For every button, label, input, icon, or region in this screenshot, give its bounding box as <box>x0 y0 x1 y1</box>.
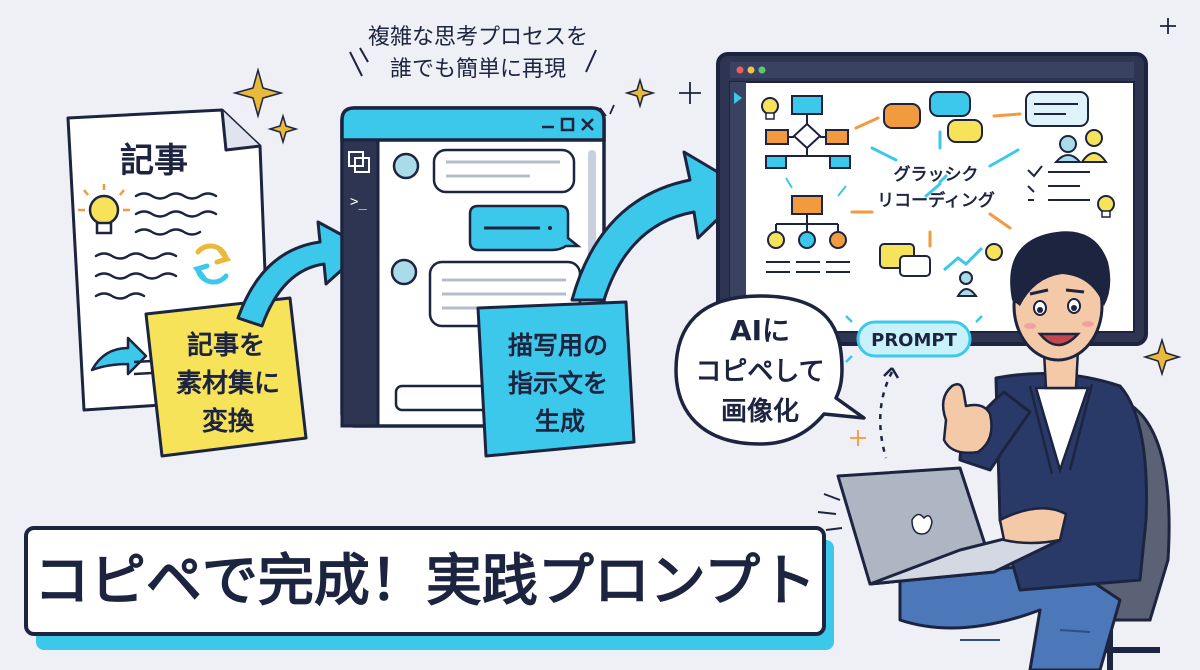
speech-line-3: 画像化 <box>721 397 799 427</box>
avatar <box>390 258 418 286</box>
terminal-prompt: >_ <box>350 194 367 210</box>
caption-line-2: 誰でも簡単に再現 <box>390 57 566 82</box>
sparkle-icon <box>232 67 284 119</box>
copy-icon <box>348 151 370 173</box>
sparkle-icon <box>267 113 299 145</box>
top-caption: 複雑な思考プロセスを 誰でも簡単に再現 <box>349 25 597 82</box>
sparkle-icon <box>679 82 701 104</box>
speech-line-1: AIに <box>730 314 790 347</box>
note-yellow-line-3: 変換 <box>202 406 255 437</box>
whiteboard-label-line-2: リコーディング <box>877 190 995 211</box>
lightbulb-icon <box>1097 195 1115 218</box>
sparkle-icon <box>850 430 866 446</box>
sticky-note-yellow: 記事を 素材集に 変換 <box>144 296 308 458</box>
caption-line-1: 複雑な思考プロセスを <box>368 25 588 50</box>
banner-title: コピペで完成！実践プロンプト <box>34 549 816 614</box>
window-min-dot[interactable] <box>747 66 755 74</box>
note-cyan-line-1: 描写用の <box>508 331 608 360</box>
person-with-laptop <box>817 231 1171 670</box>
discussion-bubbles <box>883 91 1089 143</box>
message-bubble <box>432 148 576 194</box>
sparkle-icon <box>1160 18 1176 34</box>
speech-line-2: コピペして <box>695 357 824 387</box>
prompt-badge-label: PROMPT <box>871 330 957 351</box>
document-title: 記事 <box>120 141 188 181</box>
lightbulb-icon <box>78 184 130 235</box>
speech-bubble: AIに コピペして 画像化 <box>674 294 866 446</box>
message-bubble-reply <box>468 204 582 252</box>
title-banner: コピペで完成！実践プロンプト <box>24 526 834 650</box>
whiteboard-arrows <box>850 112 1022 248</box>
window-close-dot[interactable] <box>736 66 744 74</box>
checklist <box>1027 165 1090 201</box>
lightbulb-icon <box>761 97 779 120</box>
maximize-icon[interactable] <box>560 117 575 132</box>
prompt-badge: PROMPT <box>845 315 983 363</box>
text-lines <box>94 192 218 300</box>
note-yellow-line-2: 素材集に <box>176 368 280 399</box>
refresh-icon <box>192 243 232 285</box>
apple-logo-icon <box>911 513 933 535</box>
flowchart-diagram <box>765 95 851 273</box>
sparkle-icons <box>232 67 1182 377</box>
close-icon[interactable] <box>581 118 594 131</box>
note-yellow-line-1: 記事を <box>187 330 265 361</box>
avatar <box>392 152 420 180</box>
sparkle-small-icons <box>599 18 1176 446</box>
people-icons <box>1053 129 1108 163</box>
sparkle-icon <box>1142 337 1182 377</box>
sparkle-icon <box>624 77 656 109</box>
scrollbar[interactable] <box>588 150 596 260</box>
presentation-icons <box>879 243 1003 297</box>
note-cyan-line-2: 指示文を <box>508 369 608 398</box>
dotted-connector <box>878 371 894 459</box>
note-cyan-line-3: 生成 <box>535 407 585 436</box>
sticky-note-cyan: 描写用の 指示文を 生成 <box>476 300 636 458</box>
share-arrow-icon <box>90 336 148 376</box>
whiteboard-label-line-1: グラッシク <box>894 164 979 185</box>
monitor: グラッシク リコーディング <box>716 52 1148 346</box>
window-max-dot[interactable] <box>758 66 766 74</box>
